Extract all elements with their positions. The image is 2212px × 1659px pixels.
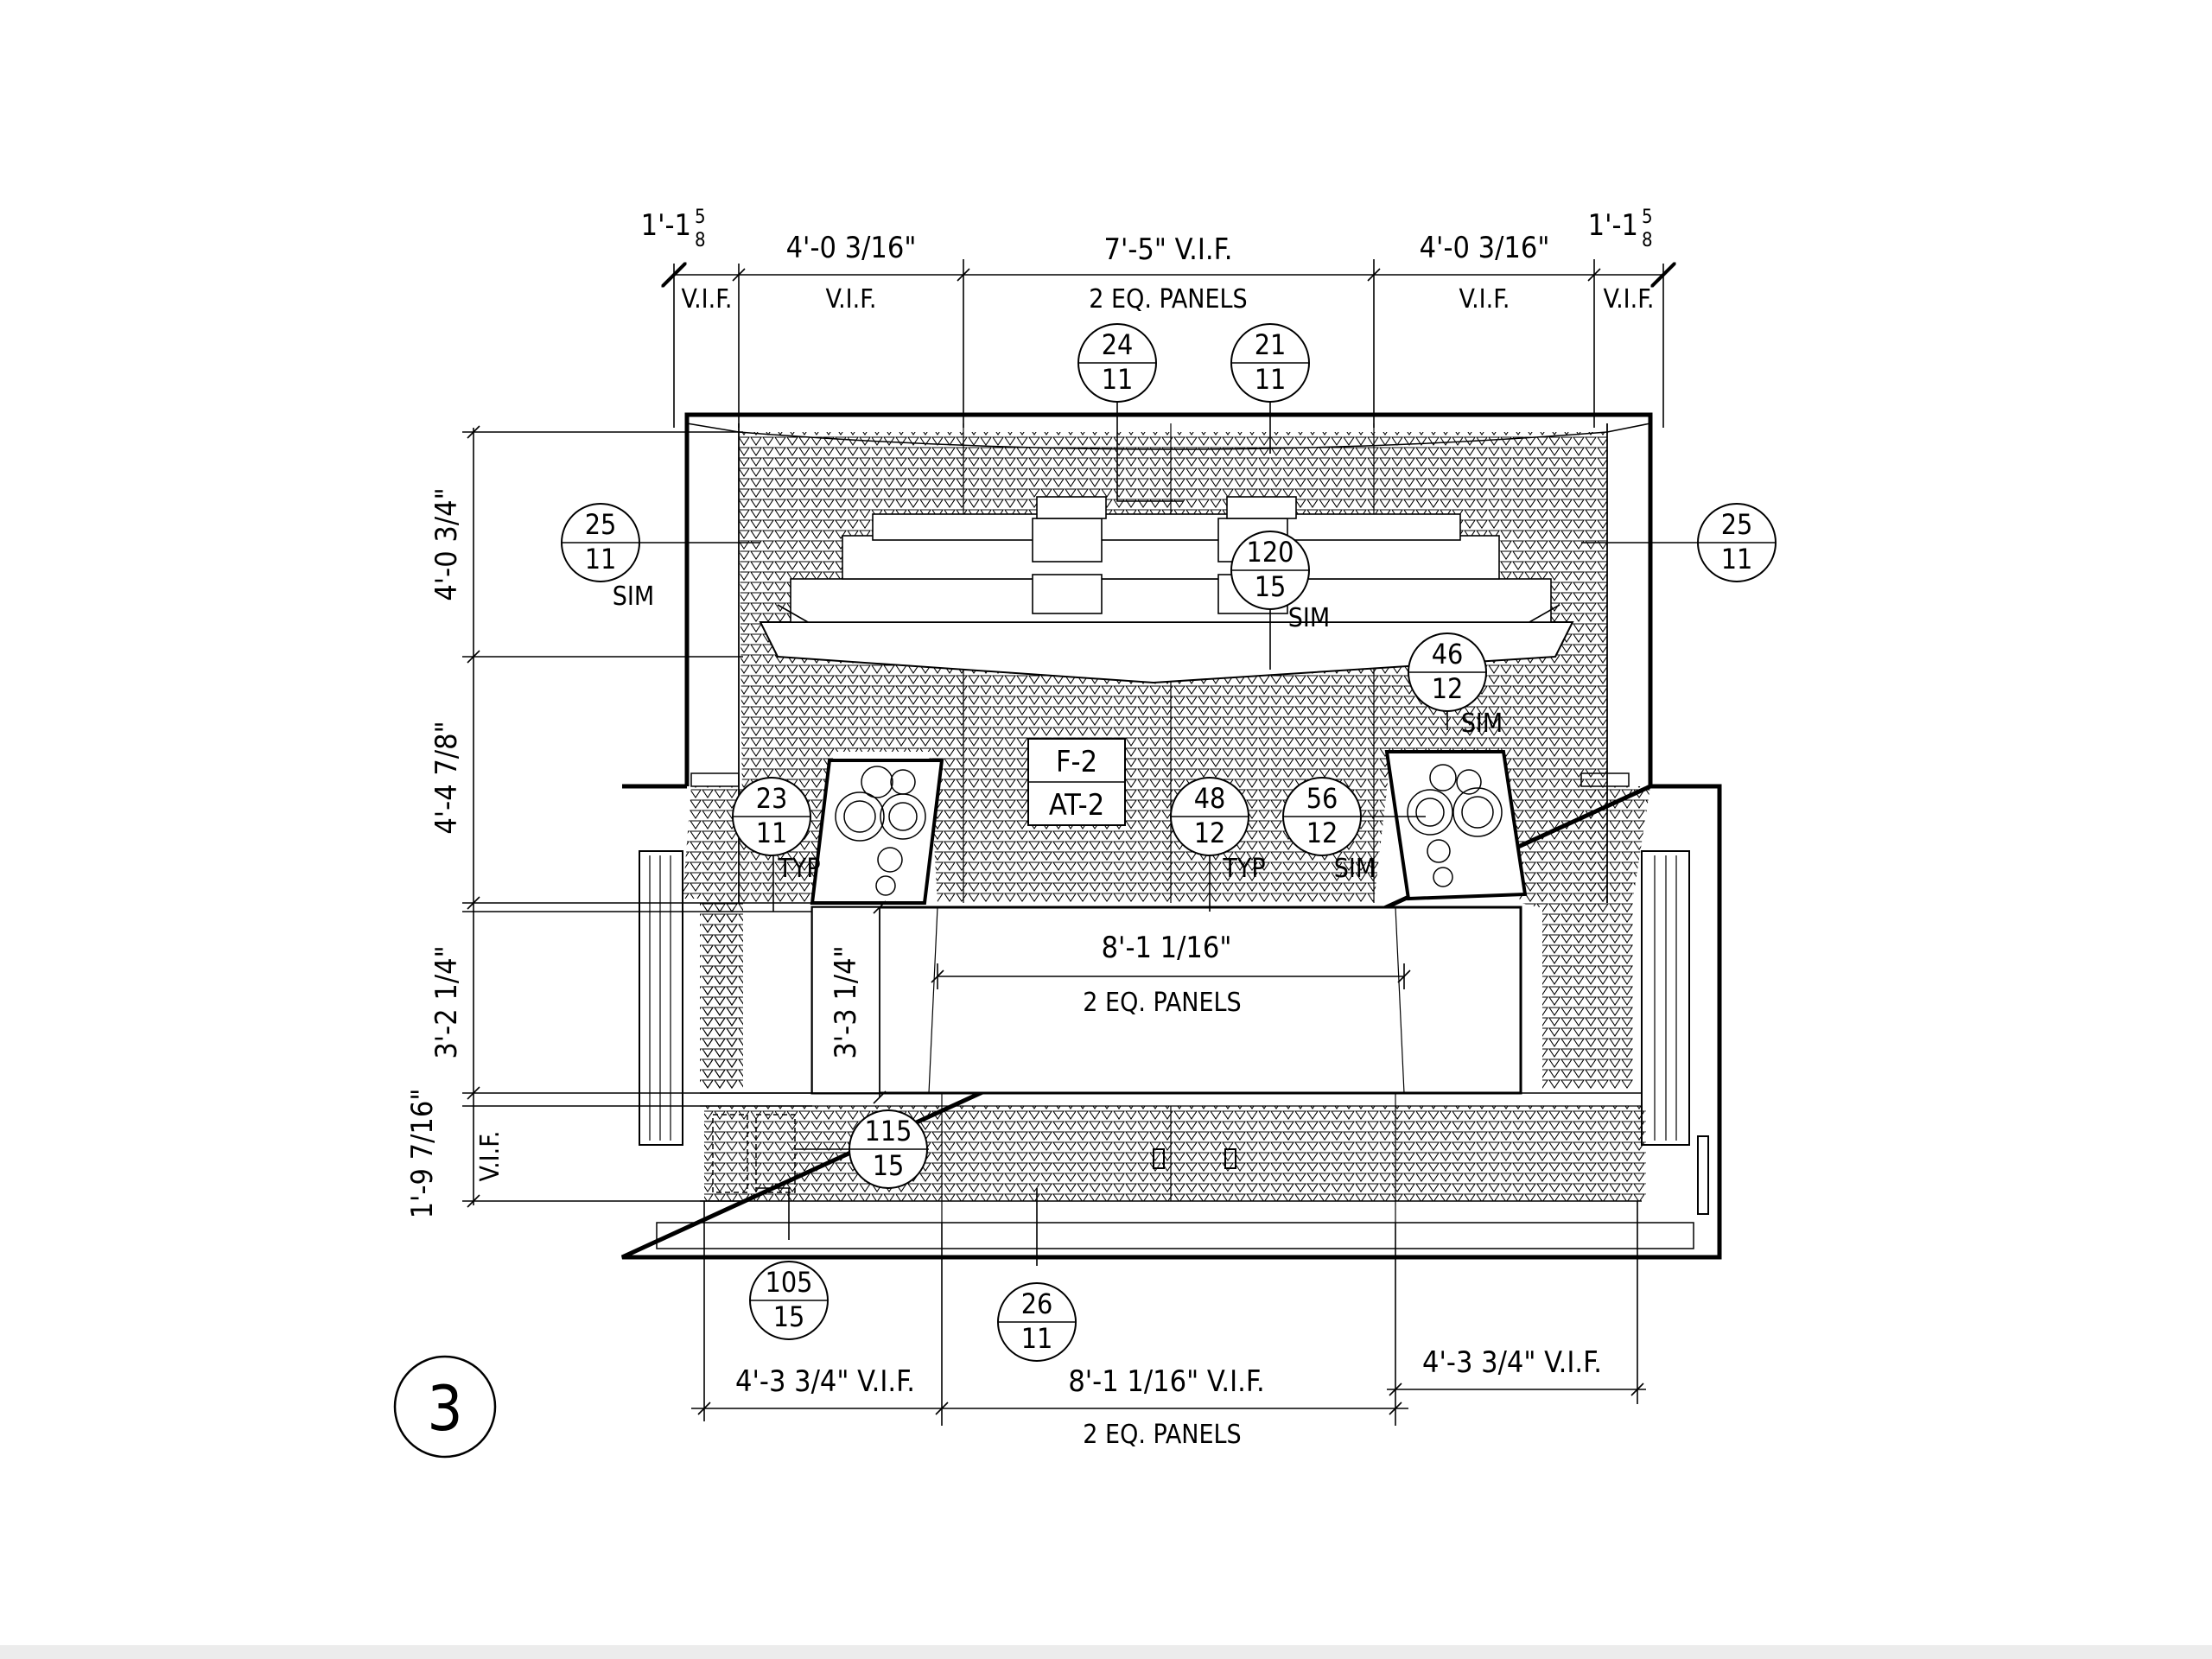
inner-dimension-labels: 3'-3 1/4" 8'-1 1/16" 2 EQ. PANELS	[829, 931, 1242, 1059]
dim-bottom-1: 4'-3 3/4" V.I.F.	[735, 1364, 915, 1399]
svg-text:11: 11	[1721, 543, 1753, 575]
shelving-graphics	[759, 496, 1574, 684]
lower-enclosure	[620, 784, 1722, 1260]
svg-text:SIM: SIM	[1334, 854, 1376, 884]
dim-top-4-sub: V.I.F.	[1459, 284, 1510, 315]
svg-text:21: 21	[1255, 328, 1287, 361]
svg-text:25: 25	[585, 508, 617, 541]
svg-text:15: 15	[1255, 570, 1287, 603]
svg-text:11: 11	[1021, 1322, 1053, 1355]
svg-text:SIM: SIM	[1288, 603, 1330, 633]
svg-text:11: 11	[585, 543, 617, 575]
svg-text:46: 46	[1432, 638, 1464, 671]
dim-top-5-den: 8	[1642, 230, 1653, 251]
callout-56-12: 56 12 SIM	[1282, 777, 1376, 884]
svg-text:48: 48	[1194, 782, 1226, 815]
dim-top-1-num: 5	[695, 207, 706, 228]
dim-top-3-sub: 2 EQ. PANELS	[1089, 284, 1247, 315]
svg-text:26: 26	[1021, 1287, 1053, 1320]
dim-top-1-den: 8	[695, 230, 706, 251]
right-pilaster-hatch	[1542, 907, 1590, 1089]
left-dimension-labels: 4'-0 3/4" 4'-4 7/8" 3'-2 1/4" 1'-9 7/16"…	[405, 487, 505, 1218]
callout-25-11-right: 25 11	[1697, 503, 1777, 582]
svg-text:SIM: SIM	[1461, 709, 1503, 739]
dim-opening-width: 8'-1 1/16"	[1102, 931, 1232, 965]
dimension-lines	[462, 259, 1669, 1426]
svg-text:11: 11	[1255, 363, 1287, 396]
svg-text:TYP: TYP	[777, 854, 820, 884]
dim-bottom-3: 4'-3 3/4" V.I.F.	[1422, 1345, 1602, 1380]
left-pilaster-hatch	[704, 907, 743, 1089]
svg-text:SIM: SIM	[613, 582, 654, 612]
dim-opening-sub: 2 EQ. PANELS	[1083, 988, 1241, 1018]
svg-text:56: 56	[1306, 782, 1338, 815]
dim-top-2-sub: V.I.F.	[826, 284, 877, 315]
dim-bottom-2-sub: 2 EQ. PANELS	[1083, 1420, 1241, 1450]
dim-left-4: 1'-9 7/16"	[405, 1089, 440, 1219]
dim-top-5-num: 5	[1642, 207, 1653, 228]
dim-top-2: 4'-0 3/16"	[786, 231, 917, 265]
dim-top-1: 1'-1	[641, 208, 691, 243]
callout-23-11: 23 11 TYP	[732, 777, 821, 884]
callout-48-12: 48 12 TYP	[1170, 777, 1266, 884]
callout-105-15: 105 15	[749, 1261, 829, 1340]
outlines	[620, 412, 1722, 1260]
dim-top-4: 4'-0 3/16"	[1420, 231, 1550, 265]
dim-top-3: 7'-5" V.I.F.	[1104, 232, 1233, 267]
callout-46-12: 46 12 SIM	[1408, 632, 1503, 739]
opening-side-panel	[811, 906, 880, 1094]
dim-top-1-sub: V.I.F.	[682, 284, 733, 315]
svg-text:23: 23	[756, 782, 788, 815]
dim-opening-height: 3'-3 1/4"	[829, 945, 863, 1058]
right-fixture-panel	[1384, 750, 1528, 901]
svg-text:120: 120	[1247, 536, 1294, 569]
dim-top-5-sub: V.I.F.	[1604, 284, 1655, 315]
callout-120-15: 120 15 SIM	[1230, 531, 1330, 633]
left-fixture-panel	[810, 759, 944, 905]
callout-26-11: 26 11	[997, 1282, 1077, 1362]
dim-left-4-sub: V.I.F.	[475, 1131, 505, 1182]
svg-text:TYP: TYP	[1222, 854, 1265, 884]
svg-text:11: 11	[1102, 363, 1134, 396]
dim-left-2: 4'-4 7/8"	[429, 721, 464, 834]
view-number-bubble: 3	[393, 1355, 497, 1459]
finish-tag-bottom: AT-2	[1049, 788, 1104, 823]
bottom-bar	[0, 1645, 2212, 1659]
callout-24-11: 24 11	[1077, 323, 1157, 403]
svg-text:12: 12	[1432, 672, 1464, 705]
bottom-dimension-labels: 4'-3 3/4" V.I.F. 8'-1 1/16" V.I.F. 2 EQ.…	[735, 1345, 1602, 1450]
callout-25-11-left: 25 11 SIM	[561, 503, 654, 612]
svg-text:105: 105	[766, 1266, 813, 1299]
svg-text:24: 24	[1102, 328, 1134, 361]
dim-bottom-2: 8'-1 1/16" V.I.F.	[1068, 1364, 1264, 1399]
svg-text:15: 15	[873, 1149, 905, 1182]
svg-text:12: 12	[1194, 817, 1226, 849]
dim-left-1: 4'-0 3/4"	[429, 487, 464, 601]
dim-top-5: 1'-1	[1588, 208, 1638, 243]
finish-tag-top: F-2	[1056, 745, 1097, 779]
callout-21-11: 21 11	[1230, 323, 1310, 403]
view-number: 3	[427, 1372, 462, 1445]
svg-text:15: 15	[773, 1300, 805, 1333]
svg-text:115: 115	[865, 1115, 912, 1147]
callout-115-15: 115 15	[849, 1109, 928, 1189]
svg-text:25: 25	[1721, 508, 1753, 541]
top-dimension-labels: 1'-1 5 8 V.I.F. 4'-0 3/16" V.I.F. 7'-5" …	[641, 207, 1655, 315]
svg-text:11: 11	[756, 817, 788, 849]
right-column-hatch	[1590, 786, 1650, 1089]
callout-bubbles: 24 11 21 11 25 11 SIM 25 11 120 15 SIM	[561, 323, 1777, 1362]
svg-text:12: 12	[1306, 817, 1338, 849]
upper-enclosure	[684, 412, 1653, 786]
dim-left-3: 3'-2 1/4"	[429, 945, 464, 1058]
finish-tag: F-2 AT-2	[1027, 738, 1126, 826]
